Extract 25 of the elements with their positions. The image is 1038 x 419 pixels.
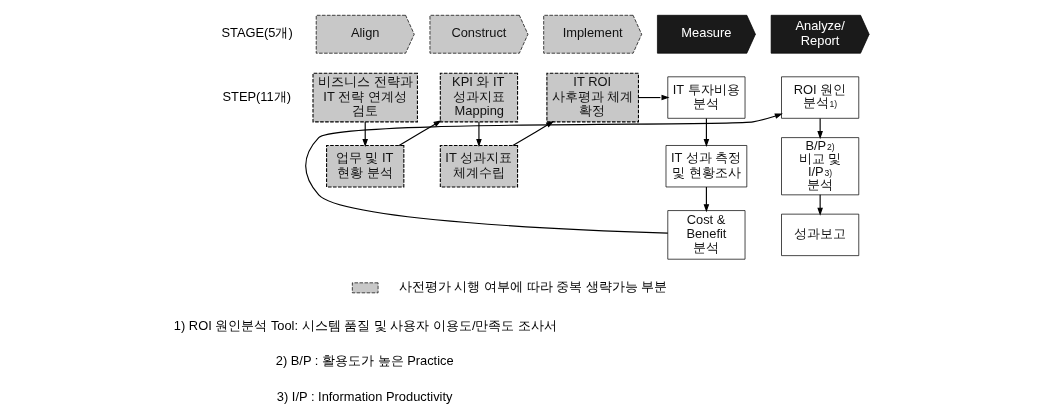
node-box: 성과보고 [781, 213, 860, 256]
node-box: IT ROI 사후평과 체계 확정 [546, 72, 639, 123]
arrow [817, 194, 823, 216]
arrow [512, 121, 555, 147]
node-box: Cost & Benefit 분석 [667, 210, 746, 260]
node-box: IT 투자비용 분석 [667, 76, 746, 119]
node-box: IT 성과지표 체계수립 [439, 144, 519, 188]
node-box: 비즈니스 전략과 IT 전략 연계성 검토 [312, 72, 418, 123]
label: 3) I/P : Information Productivity [276, 389, 453, 405]
label: 2) B/P : 활용도가 높은 Practice [275, 353, 454, 369]
arrow [476, 121, 482, 148]
node-box: B/P2) 비교 및 I/P3) 분석 [781, 137, 860, 196]
label: STEP(11개) [222, 88, 292, 104]
node-box: IT 성과 측정 및 현황조사 [665, 145, 748, 188]
label: STAGE(5개) [221, 25, 293, 41]
node-box: ROI 원인 분석1) [781, 76, 860, 119]
arrow [703, 117, 710, 148]
arrow [398, 120, 442, 147]
node-box: KPI 와 IT 성과지표 Mapping [439, 72, 519, 123]
node-box: 업무 및 IT 현황 분석 [326, 144, 405, 188]
legend-label: 사전평가 시행 여부에 따라 중복 생략가능 부분 [398, 278, 668, 294]
arrow [637, 94, 670, 101]
arrow [305, 113, 783, 234]
label: 1) ROI 원인분석 Tool: 시스템 품질 및 사용자 이용도/만족도 조사서 [173, 317, 558, 333]
arrow [817, 117, 823, 140]
